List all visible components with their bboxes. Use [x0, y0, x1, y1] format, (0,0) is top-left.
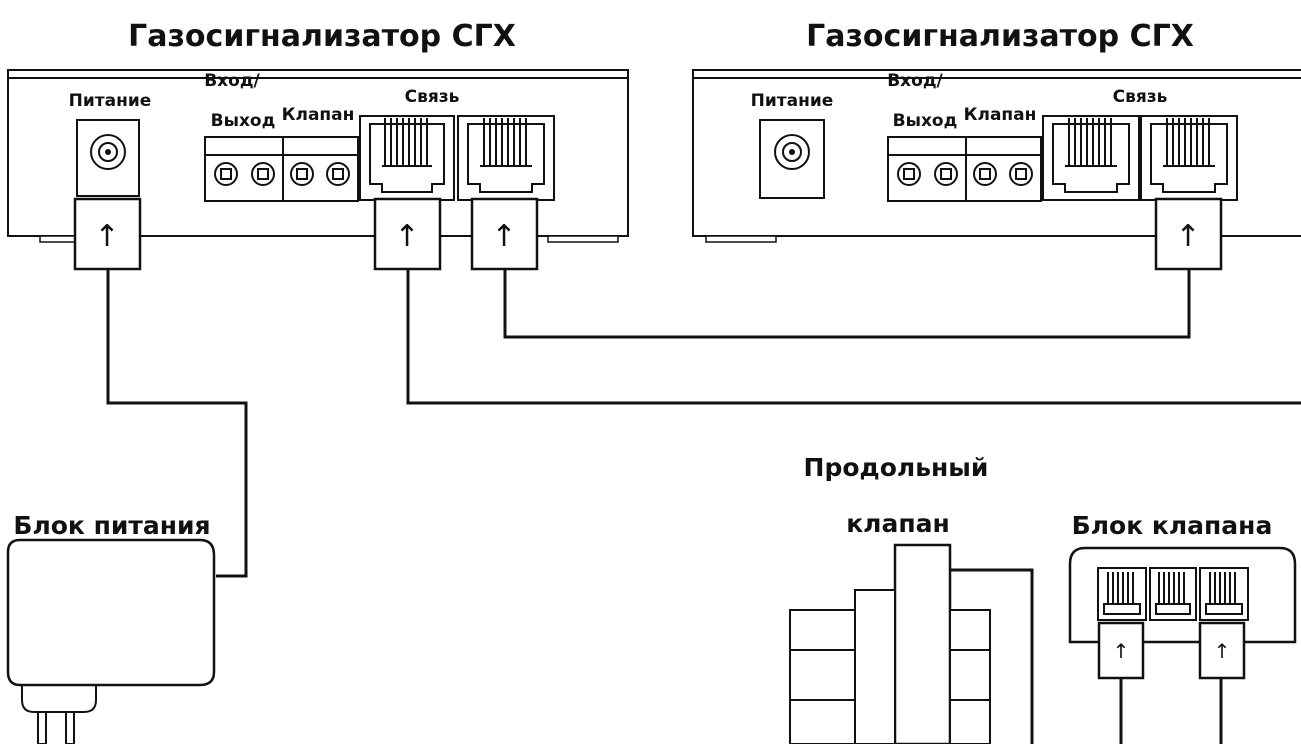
wire-comm-to-right-device: [503, 269, 1191, 339]
power-jack-icon: [759, 119, 825, 199]
device-left-power-label: Питание: [69, 91, 152, 111]
wire-valve: [950, 568, 1034, 744]
device-left-comm-label: Связь: [405, 87, 460, 107]
device-right-title: Газосигнализатор СГХ: [806, 19, 1194, 54]
comm-plug: ↑: [1198, 621, 1246, 680]
device-left: Газосигнализатор СГХ Питание Вход/ Выход…: [7, 19, 629, 271]
device-right: Газосигнализатор СГХ Питание Вход/ Выход…: [692, 19, 1301, 271]
comm-plug: ↑: [470, 197, 539, 271]
device-right-comm-label: Связь: [1113, 87, 1168, 107]
rj-jack-icon: [1149, 567, 1197, 621]
rj-jack-icon: [1140, 115, 1238, 201]
device-left-title: Газосигнализатор СГХ: [128, 19, 516, 54]
comm-plug: ↑: [1097, 621, 1145, 680]
rj-jack-icon: [359, 115, 455, 201]
device-right-body: [692, 69, 1301, 78]
valve-terminal-icon: [965, 136, 1042, 202]
arrow-up-icon: ↑: [1113, 639, 1130, 663]
longitudinal-valve: Продольный клапан: [789, 453, 991, 744]
device-left-valve-label: Клапан: [282, 105, 355, 125]
power-supply-label: Блок питания: [13, 511, 210, 540]
device-right-io-label-2: Выход: [893, 111, 958, 131]
valve-block-label: Блок клапана: [1072, 511, 1273, 540]
device-left-io-label-2: Выход: [211, 111, 276, 131]
arrow-up-icon: ↑: [394, 219, 419, 254]
rj-jack-icon: [457, 115, 555, 201]
arrow-up-icon: ↑: [491, 219, 516, 254]
valve-terminal-icon: [282, 136, 359, 202]
arrow-up-icon: ↑: [94, 219, 119, 254]
device-right-valve-label: Клапан: [964, 105, 1037, 125]
rj-jack-icon: [1042, 115, 1140, 201]
wire-comm-to-right-edge: [406, 269, 1301, 405]
wire-power: [106, 269, 248, 578]
device-right-foot-left: [705, 235, 777, 243]
device-left-body: [7, 69, 629, 78]
rj-jack-icon: [1199, 567, 1249, 621]
arrow-up-icon: ↑: [1175, 219, 1200, 254]
device-left-foot-right: [547, 235, 619, 243]
comm-plug: ↑: [1154, 197, 1223, 271]
device-left-io-label-1: Вход/: [204, 71, 260, 91]
power-plug: ↑: [73, 197, 142, 271]
valve-block: Блок клапана: [1068, 511, 1297, 680]
valve-label-line1: Продольный: [804, 453, 989, 482]
valve-label-line2: клапан: [846, 509, 950, 538]
comm-plug: ↑: [373, 197, 442, 271]
device-right-power-label: Питание: [751, 91, 834, 111]
rj-jack-icon: [1097, 567, 1147, 621]
io-terminal-icon: [204, 136, 284, 202]
power-jack-icon: [76, 119, 140, 197]
power-supply: Блок питания: [6, 511, 216, 744]
wires: [106, 269, 1301, 744]
io-terminal-icon: [887, 136, 967, 202]
device-right-io-label-1: Вход/: [887, 71, 943, 91]
arrow-up-icon: ↑: [1214, 639, 1231, 663]
